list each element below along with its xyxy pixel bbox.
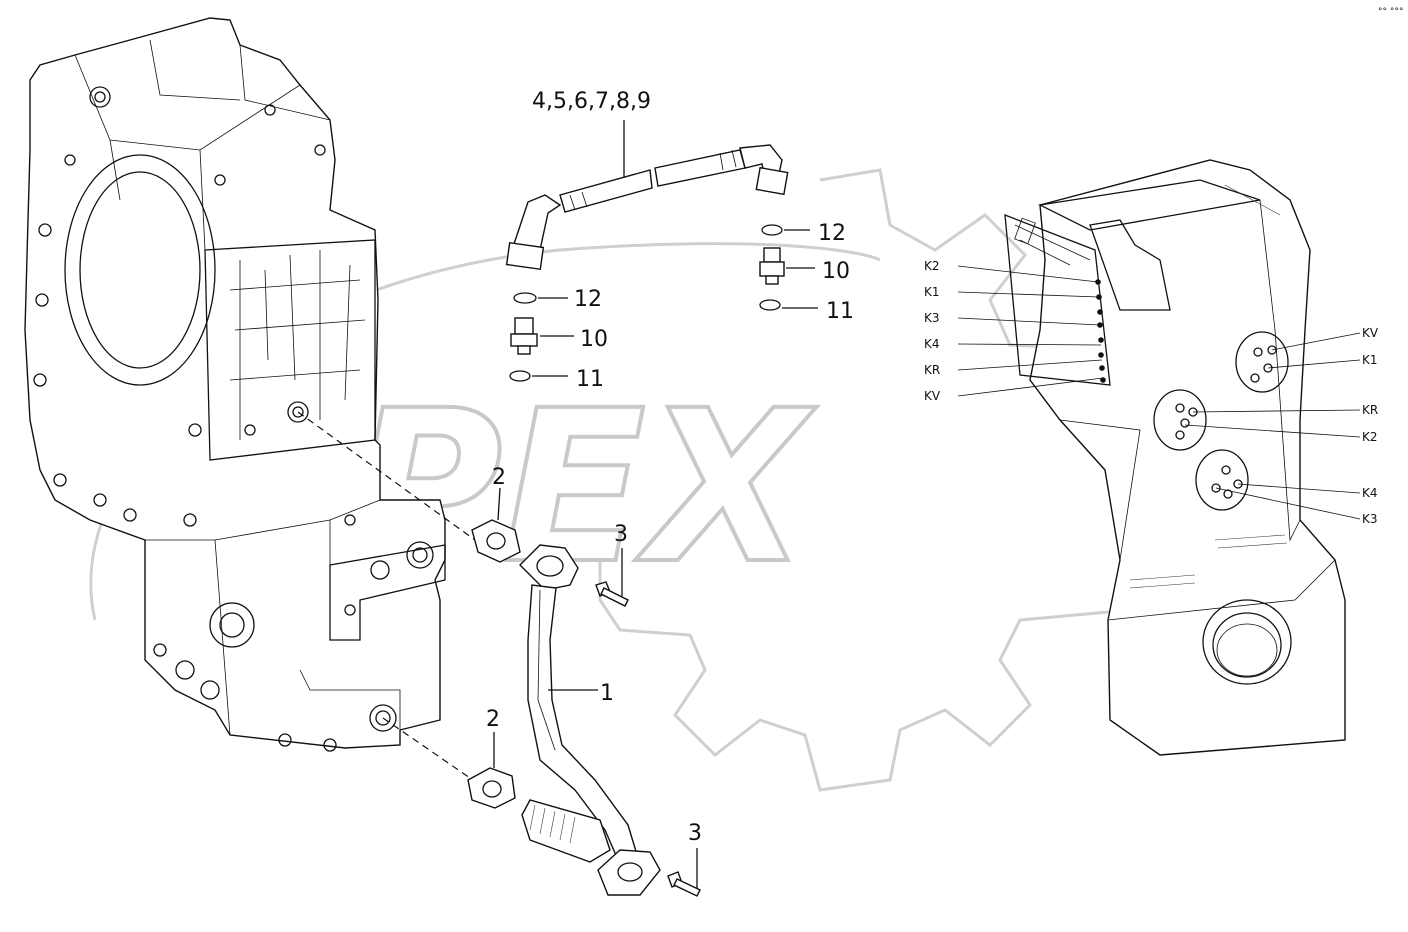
hose-callout: 4,5,6,7,8,9 (532, 89, 651, 114)
port-label-k1-left: K1 (924, 285, 940, 299)
callout-12-left: 12 (574, 287, 602, 312)
port-label-k1-right: K1 (1362, 353, 1378, 367)
housing-side-bore (209, 602, 255, 648)
oring-left-bottom (509, 370, 531, 382)
callout-3-lower: 3 (688, 821, 702, 846)
port-label-k2-right: K2 (1362, 430, 1378, 444)
gasket-lower-dashline (382, 717, 471, 779)
housing-main-bore-inner (79, 171, 201, 369)
bolt-upper-shank (600, 587, 629, 607)
hose-left-nut (505, 241, 545, 271)
watermark-gear-outline (598, 168, 1132, 792)
port-label-kr-right: KR (1362, 403, 1378, 417)
housing-bolt-holes (33, 104, 356, 752)
port-label-k4-left: K4 (924, 337, 940, 351)
oring-right-top (761, 224, 783, 236)
suction-pipe: 1 (519, 544, 661, 896)
corner-mark: °° °°° (1378, 7, 1403, 17)
gasket-upper-dashline (297, 411, 476, 541)
valve-body-top-pocket (1089, 219, 1171, 311)
callout-3-upper: 3 (614, 522, 628, 547)
valve-body-bore (1202, 599, 1292, 685)
valve-body-cover-plate (1004, 214, 1111, 386)
right-port-labels: KV K1 KR K2 K4 K3 (1362, 326, 1379, 526)
gasket-lower-plate (467, 767, 516, 809)
port-label-k3-left: K3 (924, 311, 940, 325)
oring-right-bottom (759, 299, 781, 311)
fitting-right-hex (763, 247, 781, 263)
fitting-right-body (759, 261, 785, 277)
fitting-left-hex (514, 317, 534, 335)
housing-top-boss (89, 86, 111, 108)
housing-upper-port (287, 401, 309, 423)
callout-10-right: 10 (822, 259, 850, 284)
gasket-upper: 2 (297, 411, 521, 563)
callout-10-left: 10 (580, 327, 608, 352)
callout-11-right: 11 (826, 299, 854, 324)
fitting-left-body (510, 333, 538, 347)
hose-body-right (654, 149, 746, 187)
suction-pipe-flange-bottom (597, 849, 661, 896)
suction-pipe-strainer (521, 799, 611, 863)
housing-main-bore (64, 154, 216, 386)
port-label-k2-left: K2 (924, 259, 940, 273)
valve-body-outline (1029, 159, 1346, 756)
port-pad-middle (1153, 389, 1207, 451)
fitting-group-left: 12 10 11 (509, 287, 608, 392)
callout-2-lower: 2 (486, 707, 500, 732)
callout-11-left: 11 (576, 367, 604, 392)
housing-lower-mount (329, 544, 446, 641)
left-port-leaders (957, 265, 1104, 397)
port-label-kv-right: KV (1362, 326, 1379, 340)
port-label-k3-right: K3 (1362, 512, 1378, 526)
housing-valve-plate (204, 239, 376, 461)
valve-body-shading (1129, 184, 1288, 589)
port-pad-upper (1235, 331, 1289, 393)
hose-body-left (559, 169, 653, 213)
gasket-lower: 2 (382, 707, 516, 809)
left-port-labels: K2 K1 K3 K4 KR KV (924, 259, 941, 403)
right-port-leaders (1184, 332, 1361, 520)
callout-2-upper: 2 (492, 465, 506, 490)
hose-right-nut (755, 166, 789, 196)
hose-left-elbow (511, 194, 562, 251)
gasket-upper-plate (471, 519, 521, 563)
port-label-kr-left: KR (924, 363, 940, 377)
housing-lower-port (369, 704, 397, 732)
callout-1: 1 (600, 681, 614, 706)
callout-12-right: 12 (818, 221, 846, 246)
port-label-kv-left: KV (924, 389, 941, 403)
bolt-upper: 3 (595, 522, 629, 607)
bolt-lower-shank (673, 878, 701, 897)
oring-left-top (513, 292, 537, 304)
port-pad-lower (1195, 449, 1249, 511)
bolt-lower: 3 (667, 821, 702, 897)
fitting-group-right: 12 10 11 (759, 221, 854, 324)
hose-assembly: 4,5,6,7,8,9 (505, 89, 789, 271)
valve-body (957, 159, 1361, 756)
transmission-housing (24, 17, 446, 752)
port-label-k4-right: K4 (1362, 486, 1378, 500)
cover-port-dots (1095, 279, 1106, 383)
